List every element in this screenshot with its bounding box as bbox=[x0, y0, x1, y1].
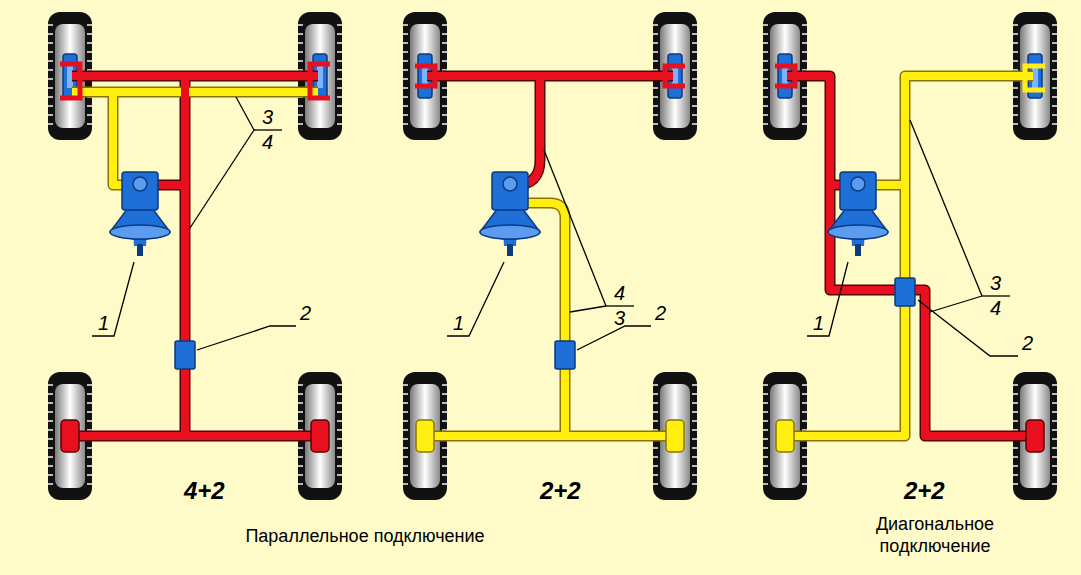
callout-number: 4 bbox=[614, 282, 625, 304]
callout-number: 2 bbox=[1022, 332, 1033, 354]
callout-number: 1 bbox=[453, 312, 464, 334]
wheel-cylinders bbox=[60, 64, 1045, 452]
pressure-regulators bbox=[175, 278, 915, 369]
callout-number: 3 bbox=[990, 272, 1001, 294]
caption-text: Диагональное подключение bbox=[860, 513, 1010, 557]
leader-lines bbox=[92, 97, 1018, 356]
brake-pipes bbox=[72, 76, 1033, 436]
caption-text: Параллельное подключение bbox=[0, 525, 730, 547]
callout-number: 1 bbox=[813, 312, 824, 334]
callout-number: 4 bbox=[990, 297, 1001, 319]
master-cylinders bbox=[110, 172, 888, 256]
callout-number: 2 bbox=[655, 302, 666, 324]
brake-pipes-outline bbox=[72, 76, 1033, 436]
wheels bbox=[48, 12, 1057, 500]
scheme-label: 4+2 bbox=[184, 478, 225, 504]
callout-number: 4 bbox=[262, 131, 273, 153]
callout-number: 3 bbox=[614, 307, 625, 329]
callout-number: 2 bbox=[300, 302, 311, 324]
callout-number: 1 bbox=[98, 312, 109, 334]
scheme-label: 2+2 bbox=[904, 478, 945, 504]
callout-number: 3 bbox=[262, 106, 273, 128]
scheme-label: 2+2 bbox=[540, 478, 581, 504]
